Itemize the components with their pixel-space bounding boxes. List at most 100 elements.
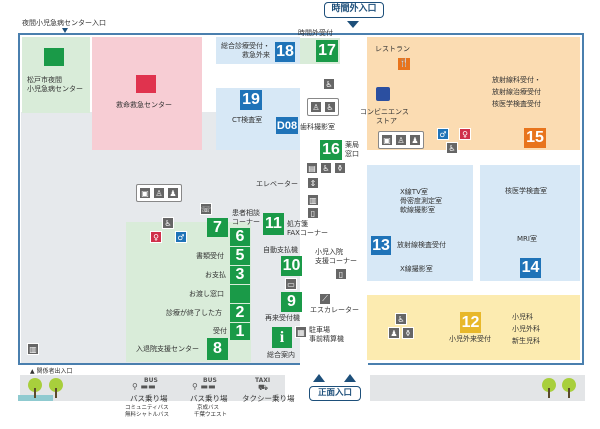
room-label: 書類受付 — [196, 252, 224, 260]
male-restroom-icon: ♂ — [175, 231, 187, 243]
bus-icon: BUS — [144, 377, 158, 384]
vending-icon: ⚱ — [334, 162, 346, 174]
room-label: 核医学検査室 — [505, 187, 547, 195]
room-label: 骨密度測定室 — [400, 197, 442, 205]
room-label: 処方箋 — [287, 220, 308, 228]
badge-9: 9 — [281, 292, 302, 312]
room-label: 事前精算機 — [309, 335, 344, 343]
room-label: 小児外来受付 — [449, 335, 491, 343]
green-marker — [44, 48, 64, 66]
room-label: X線TV室 — [400, 188, 428, 196]
room-label: 救命救急センター — [116, 101, 172, 109]
staff-entrance-label: ▲ 関係者出入口 — [30, 368, 73, 375]
room-label: 歯科撮影室 — [300, 123, 335, 131]
room-label: コンビニエンス — [360, 108, 409, 116]
bus-stop-icon: ⚲ ▬▬ — [192, 382, 216, 391]
room-label: 薬局 — [345, 141, 359, 149]
room-label: 駐車場 — [309, 326, 330, 334]
bus-stop-icon: ⚲ ▬▬ — [132, 382, 156, 391]
night-entrance-arrow-icon — [62, 28, 68, 33]
tree-icon — [542, 378, 556, 392]
handover-window-badge — [230, 285, 250, 303]
badge-6: 6 — [230, 228, 250, 246]
tree-trunk — [34, 388, 36, 398]
room-label: 小児急病センター — [27, 85, 83, 93]
bus-stop-2-sub: 京成バス — [197, 405, 220, 411]
tree-trunk — [55, 388, 57, 398]
locker-icon: ▯ — [307, 207, 319, 219]
sidewalk — [20, 375, 285, 401]
bus-stop-1-sub: コミュニティバス — [125, 405, 169, 411]
room-label: 自動支払機 — [263, 246, 298, 254]
badge-7: 7 — [207, 218, 228, 237]
locker-icon: ▥ — [27, 343, 39, 355]
room-label: 放射線治療受付 — [492, 88, 541, 96]
room-label: 入退院支援センター — [136, 345, 199, 353]
baby-care-icon: ♙ — [153, 187, 165, 199]
badge-15: 15 — [524, 128, 546, 148]
room-label: 支援コーナー — [315, 257, 357, 265]
wheelchair-icon: ♿ — [323, 78, 335, 90]
tree-trunk — [548, 388, 550, 398]
night-entrance-label: 夜間小児急病センター入口 — [22, 19, 106, 27]
baby-chair-icon: ♿ — [324, 101, 336, 113]
room-label: 小児入院 — [315, 248, 343, 256]
room-label: 窓口 — [345, 150, 359, 158]
room-label: 核医学検査受付 — [492, 100, 541, 108]
room-label: 再来受付機 — [265, 314, 300, 322]
room-label: レストラン — [375, 45, 410, 53]
taxi-stand-label: タクシー乗り場 — [242, 394, 295, 403]
main-entrance: 正面入口 — [309, 386, 361, 401]
parking-icon: ▦ — [295, 326, 307, 338]
vending-icon: ⚱ — [402, 327, 414, 339]
ostomate-icon: ▣ — [381, 134, 393, 146]
room-label: コーナー — [232, 218, 260, 226]
tree-trunk — [568, 388, 570, 398]
room-label: CT検査室 — [232, 116, 263, 124]
badge-18: 18 — [275, 42, 295, 62]
badge-5: 5 — [230, 247, 250, 265]
badge-11: 11 — [263, 213, 284, 235]
facility-icons: ▣♙♟ — [378, 131, 424, 149]
curb — [18, 395, 53, 401]
room-label: 総合診療受付・ — [221, 42, 270, 50]
room-label: X線撮影室 — [400, 265, 433, 273]
room-label: FAXコーナー — [287, 229, 328, 237]
info-badge: i — [272, 327, 292, 348]
baby-icon: ♙ — [310, 101, 322, 113]
male-restroom-icon: ♂ — [437, 128, 449, 140]
xray-area — [367, 165, 473, 281]
after-hours-entrance: 時間外入口 — [324, 2, 384, 18]
badge-19: 19 — [240, 90, 262, 110]
room-label: お支払 — [205, 271, 226, 279]
baby-chair-icon: ♟ — [388, 327, 400, 339]
wheelchair-icon: ♿ — [395, 313, 407, 325]
room-label: エレベーター — [256, 180, 298, 188]
room-label: 患者相談 — [232, 209, 260, 217]
room-label: お渡し窓口 — [189, 290, 224, 298]
badge-d08: D08 — [276, 117, 298, 134]
room-label: 救急外来 — [242, 51, 270, 59]
red-marker — [136, 75, 156, 93]
phone-card-icon: ▥ — [307, 194, 319, 206]
room-label: 小児外科 — [512, 325, 540, 333]
badge-2: 2 — [230, 304, 250, 322]
badge-1: 1 — [230, 323, 250, 340]
changing-icon: ♟ — [167, 187, 179, 199]
room-label: 小児科 — [512, 313, 533, 321]
bus-icon: BUS — [203, 377, 217, 384]
bus-stop-1-sub: 無料シャトルバス — [125, 412, 170, 418]
ostomate-icon: ▣ — [139, 187, 151, 199]
tree-icon — [562, 378, 576, 392]
wheelchair-icon: ♿ — [446, 142, 458, 154]
room-label: 総合案内 — [267, 351, 295, 359]
female-restroom-icon: ♀ — [150, 231, 162, 243]
elevator-icon: ⇕ — [307, 177, 319, 189]
atm-icon: ▤ — [306, 162, 318, 174]
changing-icon: ♟ — [409, 134, 421, 146]
taxi-car-icon: ⛟ — [258, 383, 269, 392]
phone-icon: ☏ — [200, 203, 212, 215]
main-entrance-arrow-icon — [313, 374, 325, 382]
emergency-center-room — [92, 37, 202, 150]
tree-icon — [49, 378, 63, 392]
